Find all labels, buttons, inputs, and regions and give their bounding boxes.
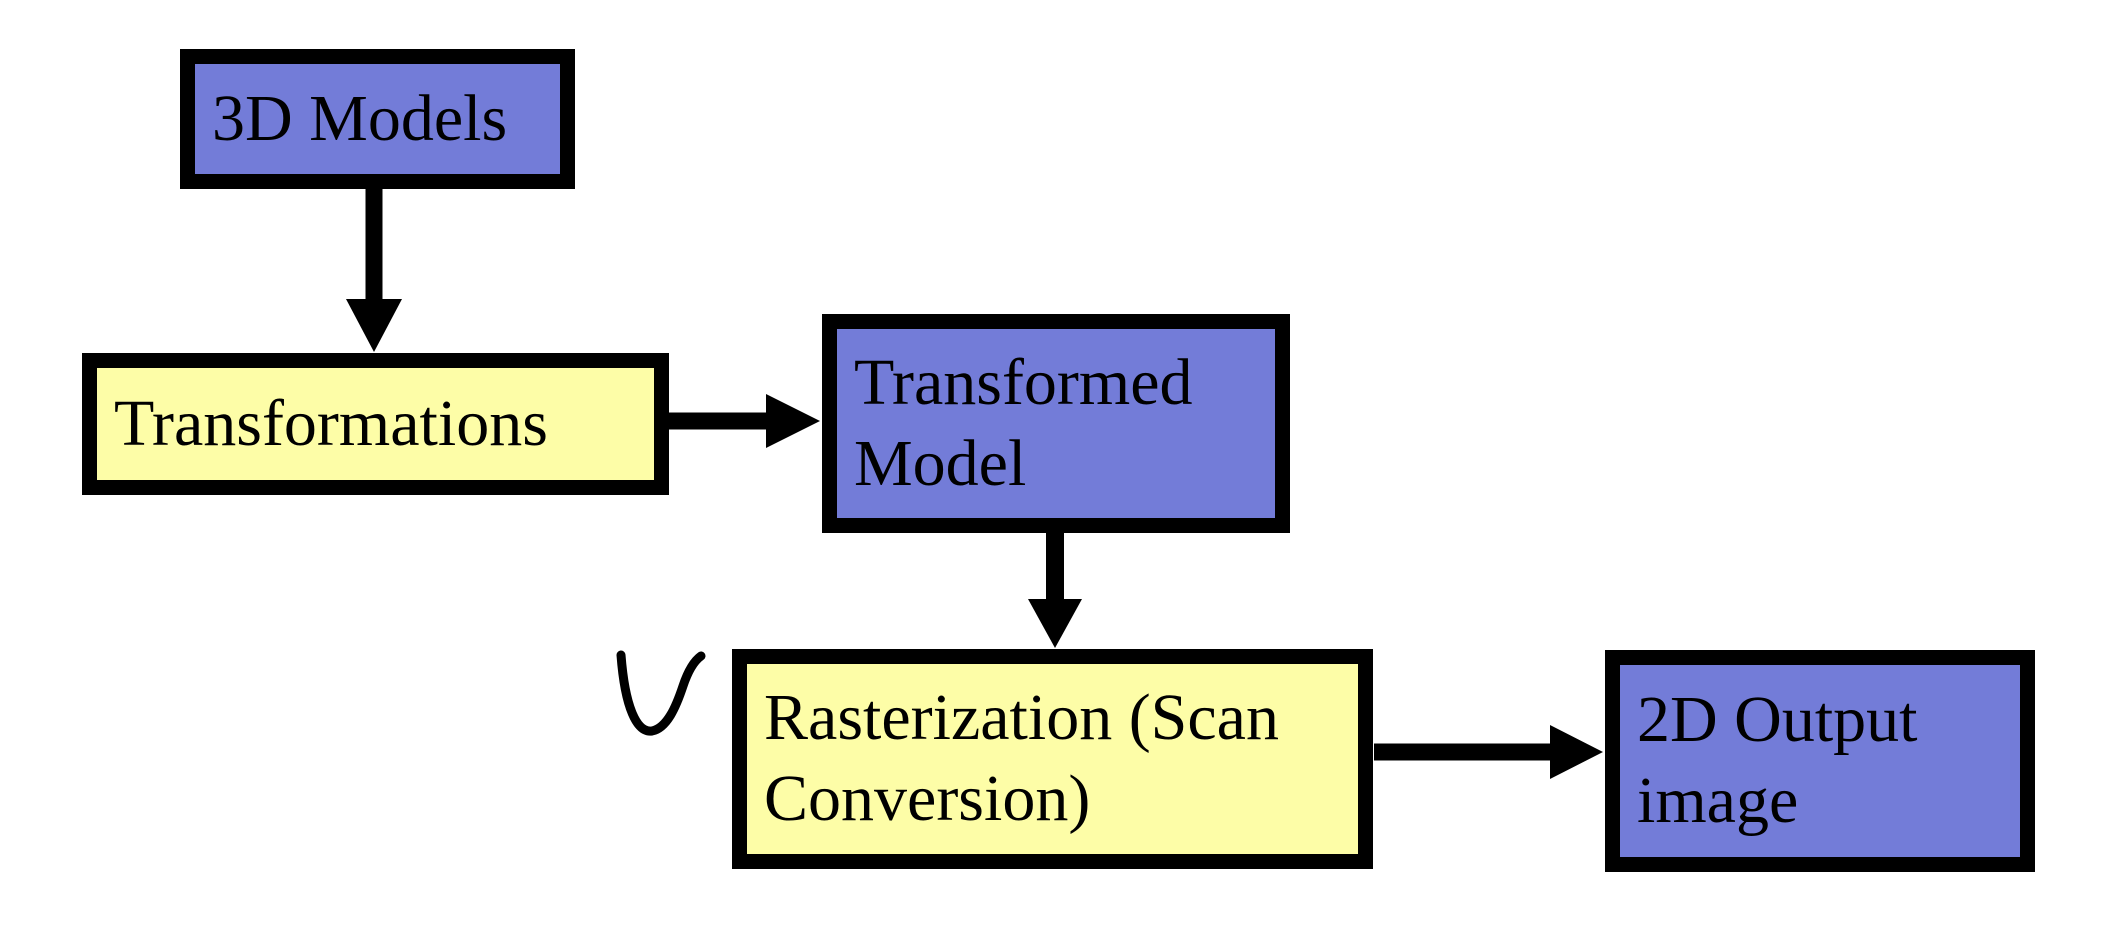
node-rasterization-label: Rasterization (Scan Conversion) xyxy=(764,681,1279,835)
node-rasterization: Rasterization (Scan Conversion) xyxy=(732,649,1373,869)
arrow-rasterization-to-2d-output xyxy=(1374,725,1603,779)
node-transformations: Transformations xyxy=(82,353,669,495)
handwritten-u-mark xyxy=(616,650,706,736)
node-3d-models-label: 3D Models xyxy=(212,81,508,155)
node-3d-models: 3D Models xyxy=(180,49,575,189)
node-2d-output-image: 2D Output image xyxy=(1605,650,2035,872)
node-transformed-model: Transformed Model xyxy=(822,314,1290,533)
arrow-3d-models-to-transformations xyxy=(346,189,402,352)
node-transformed-model-label: Transformed Model xyxy=(854,345,1193,500)
node-transformations-label: Transformations xyxy=(114,386,548,460)
node-2d-output-image-label: 2D Output image xyxy=(1637,683,1918,837)
arrow-transformed-model-to-rasterization xyxy=(1028,532,1082,648)
arrow-transformations-to-transformed-model xyxy=(668,394,820,448)
